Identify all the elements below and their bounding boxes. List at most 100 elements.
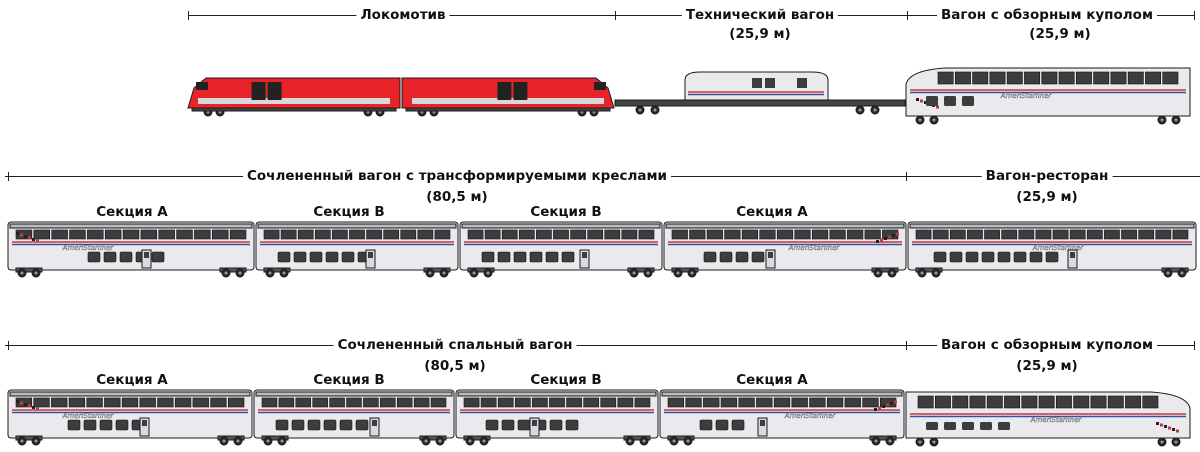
- roof-band: [9, 391, 251, 397]
- upper-window: [349, 229, 365, 240]
- door: [139, 417, 150, 437]
- wheel-hub: [1180, 271, 1184, 275]
- checker-mark: [892, 234, 895, 237]
- upper-window: [68, 397, 86, 408]
- upper-window: [400, 229, 417, 240]
- wheel-hub: [428, 271, 432, 275]
- truck: [671, 267, 699, 273]
- upper-window: [158, 229, 175, 240]
- dome-window: [1093, 71, 1110, 85]
- lower-window: [529, 251, 543, 263]
- brand-logo: AmeriStarliner: [784, 412, 837, 420]
- upper-window: [776, 229, 794, 240]
- upper-window: [210, 397, 227, 408]
- locomotive-grille: [513, 82, 528, 100]
- lower-window: [325, 251, 339, 263]
- upper-window: [812, 229, 829, 240]
- wheel-hub: [20, 439, 24, 443]
- upper-window: [706, 229, 723, 240]
- wheel-hub: [1174, 118, 1178, 122]
- upper-window: [497, 397, 514, 408]
- upper-window: [346, 397, 362, 408]
- upper-window: [33, 229, 50, 240]
- dome-window: [1075, 71, 1092, 85]
- upper-window: [949, 229, 966, 240]
- section-label: Секция A: [732, 372, 812, 388]
- upper-window: [791, 397, 808, 408]
- lower-window: [339, 419, 353, 431]
- upper-window: [87, 229, 104, 240]
- checker-mark: [1156, 422, 1159, 425]
- wheel-hub: [873, 108, 877, 112]
- lower-window: [997, 251, 1011, 263]
- lower-window: [703, 251, 717, 263]
- lower-window: [497, 251, 511, 263]
- lower-window: [549, 419, 563, 431]
- dome-window: [972, 71, 989, 85]
- wheel-hub: [638, 108, 642, 112]
- lower-window: [944, 422, 956, 430]
- checker-mark: [876, 240, 879, 243]
- length-dome-car-2: (25,9 м): [1012, 358, 1082, 374]
- car-body: [7, 221, 255, 271]
- dome-window: [954, 71, 971, 85]
- upper-window: [720, 397, 738, 408]
- wheel-hub: [236, 439, 240, 443]
- lower-window: [962, 422, 974, 430]
- brand-logo: AmeriStarliner: [62, 412, 115, 420]
- lower-window: [735, 251, 749, 263]
- truck: [623, 435, 651, 441]
- wheel-hub: [282, 271, 286, 275]
- checker-mark: [24, 235, 27, 238]
- checker-mark: [20, 401, 23, 405]
- lower-window: [980, 422, 992, 430]
- checker-mark: [888, 235, 891, 239]
- wheel-hub: [268, 271, 272, 275]
- upper-window: [724, 229, 741, 240]
- wheel-hub: [672, 439, 676, 443]
- upper-window: [689, 229, 706, 240]
- car-body: [255, 221, 459, 271]
- dome-window: [1006, 71, 1023, 85]
- upper-window: [174, 397, 192, 408]
- checker-mark: [1168, 426, 1171, 430]
- lower-window: [293, 251, 307, 263]
- wheel-hub: [690, 271, 694, 275]
- service-window: [752, 78, 762, 88]
- roof-band: [461, 223, 661, 229]
- locomotive-door: [497, 82, 512, 100]
- brand-logo: AmeriStarliner: [1032, 244, 1085, 252]
- dim-tick: [1194, 11, 1195, 20]
- lower-window: [699, 419, 713, 431]
- upper-window: [638, 229, 655, 240]
- wheel-hub: [482, 439, 486, 443]
- wheel-hub: [918, 118, 922, 122]
- door: [765, 249, 776, 269]
- upper-window: [194, 229, 211, 240]
- upper-window: [1172, 229, 1189, 240]
- upper-window: [600, 397, 617, 408]
- upper-window: [228, 397, 245, 408]
- wheel-hub: [890, 271, 894, 275]
- lower-window: [115, 419, 129, 431]
- cab-window: [196, 82, 208, 90]
- dome-window: [969, 395, 986, 409]
- wheel-hub: [280, 439, 284, 443]
- upper-window: [794, 229, 811, 240]
- dome-window: [1041, 71, 1058, 85]
- checker-mark: [916, 98, 919, 101]
- lower-window: [67, 419, 81, 431]
- upper-window: [862, 397, 879, 408]
- brand-logo: AmeriStarliner: [1000, 92, 1053, 100]
- upper-window: [1001, 229, 1018, 240]
- underframe: [405, 107, 611, 112]
- upper-window: [634, 397, 651, 408]
- upper-window: [312, 397, 328, 408]
- dome-window: [934, 395, 951, 409]
- upper-window: [104, 229, 122, 240]
- checker-mark: [36, 407, 39, 411]
- car-body: [659, 389, 905, 439]
- brand-logo: AmeriStarliner: [1030, 416, 1083, 424]
- lower-window: [926, 422, 938, 430]
